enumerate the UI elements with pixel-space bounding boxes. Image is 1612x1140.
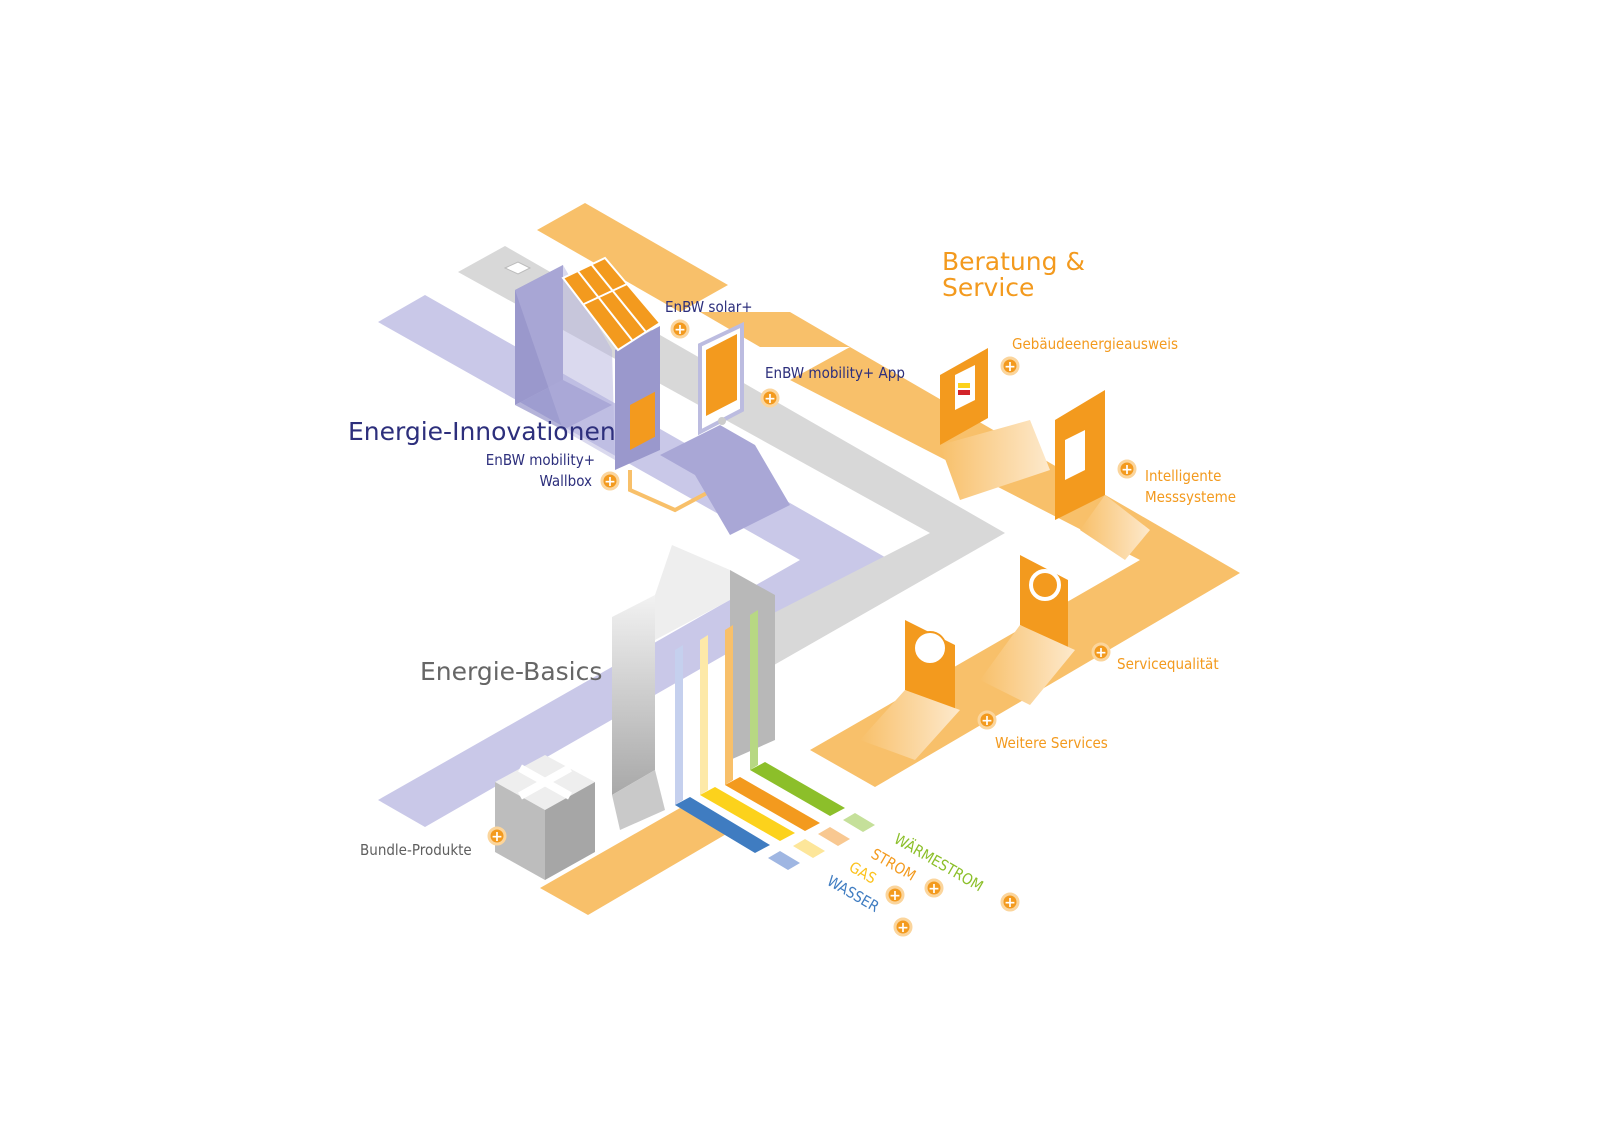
gebaeude-plus-button[interactable]: +	[1000, 356, 1020, 376]
bundle-label: Bundle-Produkte	[360, 841, 472, 859]
svg-text:+: +	[491, 829, 503, 845]
solar-panel	[561, 256, 662, 352]
svg-text:+: +	[674, 322, 686, 338]
strom-plus-button[interactable]: +	[924, 878, 944, 898]
wallbox-label-1: EnBW mobility+	[486, 451, 595, 469]
bundle-plus-button[interactable]: +	[487, 826, 507, 846]
svg-text:+: +	[1121, 462, 1133, 478]
wallbox-plus-button[interactable]: +	[600, 471, 620, 491]
basics-house	[495, 545, 875, 880]
wasser-plus-button[interactable]: +	[893, 917, 913, 937]
gebaeude-label: Gebäudeenergieausweis	[1012, 335, 1178, 353]
beratung-service-title-1: Beratung &	[942, 247, 1085, 276]
beratung-service-title-2: Service	[942, 273, 1034, 302]
messsysteme-label-2: Messsysteme	[1145, 488, 1236, 506]
gas-plus-button[interactable]: +	[885, 885, 905, 905]
orange-band	[537, 203, 1240, 915]
lavender-band	[378, 295, 890, 827]
svg-text:+: +	[897, 920, 909, 936]
bundle-box	[495, 755, 595, 880]
svg-text:+: +	[764, 391, 776, 407]
smartphone	[698, 321, 744, 436]
utility-lines	[675, 610, 875, 870]
messsysteme-plus-button[interactable]: +	[1117, 459, 1137, 479]
svg-text:+: +	[1004, 895, 1016, 911]
servicequalitaet-plus-button[interactable]: +	[1091, 642, 1111, 662]
ramp	[660, 425, 790, 535]
svg-text:+: +	[889, 888, 901, 904]
app-plus-button[interactable]: +	[760, 388, 780, 408]
gray-band	[458, 246, 1005, 673]
svg-text:+: +	[1095, 645, 1107, 661]
energie-basics-title: Energie-Basics	[420, 657, 602, 686]
solar-plus-button[interactable]: +	[670, 319, 690, 339]
energie-innovationen-title: Energie-Innovationen	[348, 417, 616, 446]
app-label: EnBW mobility+ App	[765, 364, 905, 382]
solar-label: EnBW solar+	[665, 298, 753, 316]
waermestrom-plus-button[interactable]: +	[1000, 892, 1020, 912]
weitere-services-plus-button[interactable]: +	[977, 710, 997, 730]
servicequalitaet-label: Servicequalität	[1117, 655, 1219, 673]
svg-text:+: +	[928, 881, 940, 897]
service-signs	[860, 348, 1150, 760]
house-illustration	[503, 256, 790, 535]
wallbox-device	[628, 391, 721, 513]
messsysteme-label-1: Intelligente	[1145, 467, 1221, 485]
svg-text:+: +	[981, 713, 993, 729]
svg-text:+: +	[604, 474, 616, 490]
svg-text:+: +	[1004, 359, 1016, 375]
wallbox-label-2: Wallbox	[540, 472, 593, 490]
weitere-services-label: Weitere Services	[995, 734, 1108, 752]
